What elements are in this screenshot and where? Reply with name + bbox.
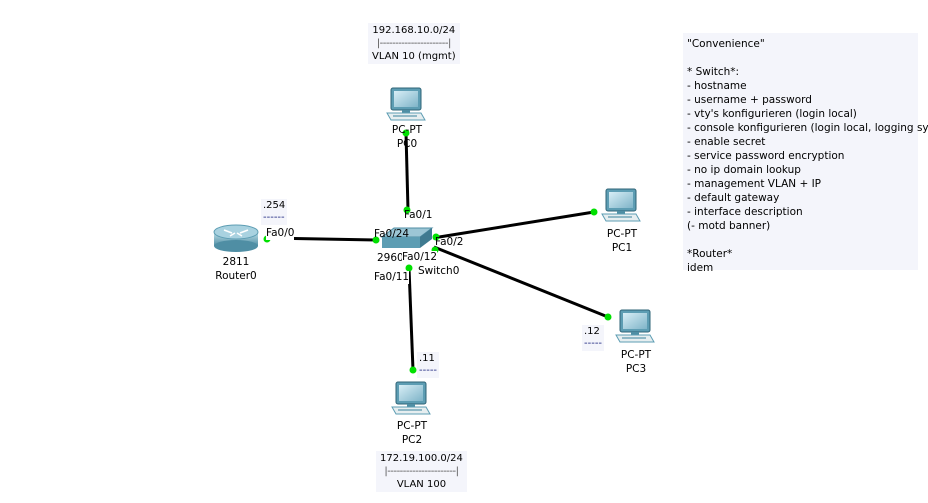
note-line: - vty's konfigurieren (login local) xyxy=(687,108,857,120)
ip-note-pc2: .11 ----- xyxy=(417,352,440,378)
note-line xyxy=(687,233,914,247)
network-bar: |----------------------| xyxy=(376,38,452,49)
network-bar: |----------------------| xyxy=(384,466,459,477)
note-line: - management VLAN + IP xyxy=(687,178,822,190)
ip-dash: ------ xyxy=(263,212,285,223)
link-pc3-switch[interactable] xyxy=(433,245,609,319)
pc3-name[interactable]: PC3 xyxy=(625,363,647,375)
pc1-icon[interactable] xyxy=(601,188,641,222)
note-line: "Convenience" xyxy=(687,38,765,50)
link-pc2-switch[interactable] xyxy=(407,267,415,371)
port-router-fa0-0: Fa0/0 xyxy=(266,227,295,240)
note-line: (- motd banner) xyxy=(687,220,771,232)
port-switch-fa0-24: Fa0/24 xyxy=(374,228,410,240)
pc2-model: PC-PT xyxy=(396,420,428,432)
note-line: - no ip domain lookup xyxy=(687,164,801,176)
network-address: 172.19.100.0/24 xyxy=(380,453,463,464)
link-lights xyxy=(263,129,612,374)
pc2-name[interactable]: PC2 xyxy=(401,434,423,446)
pc0-model: PC-PT xyxy=(391,124,423,136)
note-line: *Router* xyxy=(687,248,733,260)
link-pc1-switch[interactable] xyxy=(432,210,595,240)
links xyxy=(266,132,609,371)
pc1-name[interactable]: PC1 xyxy=(611,242,633,254)
note-line: - interface description xyxy=(687,206,803,218)
ip-text: .11 xyxy=(419,353,435,364)
config-note[interactable]: "Convenience" * Switch*: - hostname - us… xyxy=(683,33,928,274)
note-line: - hostname xyxy=(687,80,747,92)
ip-dash: ----- xyxy=(584,338,603,349)
ip-text: .254 xyxy=(263,200,286,211)
pc0-name[interactable]: PC0 xyxy=(396,138,418,150)
note-line: - console konfigurieren (login local, lo… xyxy=(687,122,928,134)
ip-dash: ----- xyxy=(419,365,438,376)
vlan-label: VLAN 10 (mgmt) xyxy=(372,51,456,62)
router-model: 2811 xyxy=(222,256,250,268)
vlan-label: VLAN 100 xyxy=(396,479,447,490)
network-label-vlan100: 172.19.100.0/24 |----------------------|… xyxy=(376,451,467,492)
port-switch-fa0-2: Fa0/2 xyxy=(435,236,464,248)
switch-name[interactable]: Switch0 xyxy=(418,265,460,277)
note-line xyxy=(687,51,914,65)
note-line: - service password encryption xyxy=(687,150,845,162)
ip-text: .12 xyxy=(584,326,600,337)
router-icon[interactable] xyxy=(213,224,259,252)
port-switch-fa0-1: Fa0/1 xyxy=(404,209,433,221)
ip-note-router: .254 ------ xyxy=(261,199,288,225)
router-name[interactable]: Router0 xyxy=(215,270,257,282)
pc2-icon[interactable] xyxy=(391,381,431,415)
note-line: - default gateway xyxy=(687,192,780,204)
note-line: idem xyxy=(687,262,714,274)
link-pc0-switch[interactable] xyxy=(404,132,410,211)
pc1-model: PC-PT xyxy=(606,228,638,240)
note-line: - enable secret xyxy=(687,136,766,148)
note-line: - username + password xyxy=(687,94,812,106)
port-switch-fa0-11: Fa0/11 xyxy=(374,271,410,284)
pc3-icon[interactable] xyxy=(615,309,655,343)
switch-model: 2960 xyxy=(377,252,404,264)
switch-icon[interactable] xyxy=(380,227,434,248)
network-address: 192.168.10.0/24 xyxy=(372,25,456,36)
pc0-icon[interactable] xyxy=(386,87,426,121)
pc3-model: PC-PT xyxy=(620,349,652,361)
port-switch-fa0-12: Fa0/12 xyxy=(402,251,438,264)
ip-note-pc3: .12 ----- xyxy=(582,325,605,351)
network-label-vlan10: 192.168.10.0/24 |----------------------|… xyxy=(368,23,460,64)
note-line: * Switch*: xyxy=(687,66,740,78)
